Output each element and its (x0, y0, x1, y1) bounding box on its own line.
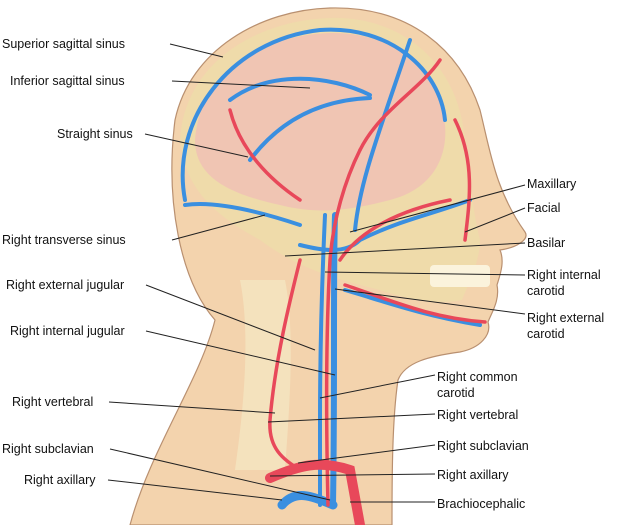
label-right-internal-carotid: Right internal carotid (527, 268, 601, 298)
label-right-external-carotid: Right external carotid (527, 311, 605, 341)
label-brachiocephalic: Brachiocephalic (437, 497, 526, 511)
teeth (430, 265, 490, 287)
cervical-spine (235, 280, 291, 470)
label-superior-sagittal-sinus: Superior sagittal sinus (2, 37, 125, 51)
label-right-common-carotid: Right common carotid (437, 370, 518, 400)
brain (195, 32, 446, 211)
label-right-vertebral-left: Right vertebral (12, 395, 94, 409)
label-right-internal-jugular: Right internal jugular (10, 324, 125, 338)
label-inferior-sagittal-sinus: Inferior sagittal sinus (10, 74, 125, 88)
label-basilar: Basilar (527, 236, 566, 250)
label-maxillary: Maxillary (527, 177, 577, 191)
label-facial: Facial (527, 201, 561, 215)
label-right-subclavian-right: Right subclavian (437, 439, 529, 453)
label-right-transverse-sinus: Right transverse sinus (2, 233, 126, 247)
arteries (228, 58, 487, 525)
label-right-axillary-left: Right axillary (24, 473, 96, 487)
label-right-axillary-right: Right axillary (437, 468, 509, 482)
label-straight-sinus: Straight sinus (57, 127, 133, 141)
label-right-subclavian-left: Right subclavian (2, 442, 94, 456)
label-right-vertebral-right: Right vertebral (437, 408, 519, 422)
leader-lines (107, 43, 526, 503)
label-right-external-jugular: Right external jugular (6, 278, 125, 292)
